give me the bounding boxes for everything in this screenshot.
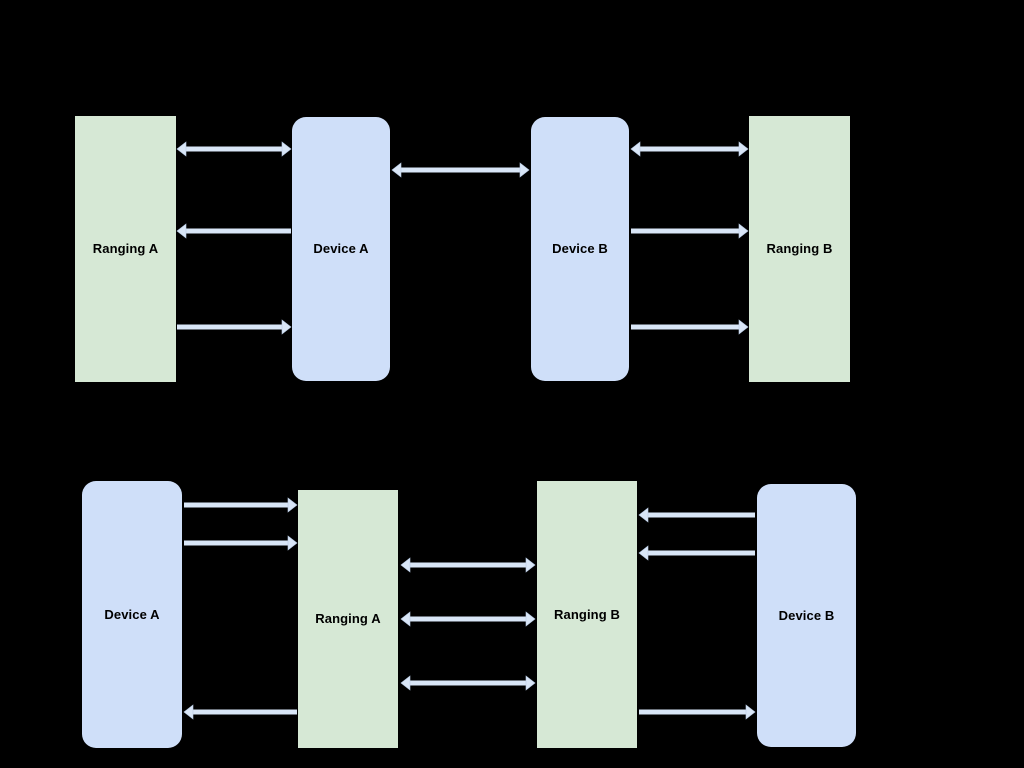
arrow-b-ranging-a-to-b-ranging-b: [400, 611, 536, 627]
arrow-t-device-a-to-t-device-b: [391, 162, 530, 178]
arrowhead-right-icon: [738, 141, 749, 157]
node-label: Device A: [104, 606, 160, 622]
arrowhead-right-icon: [281, 141, 292, 157]
arrowhead-left-icon: [183, 704, 194, 720]
arrow-b-ranging-a-to-b-device-a: [183, 704, 297, 720]
arrowhead-left-icon: [400, 557, 411, 573]
arrowhead-right-icon: [281, 319, 292, 335]
node-label: Ranging B: [766, 241, 833, 257]
node-t-ranging-b[interactable]: Ranging B: [749, 116, 850, 382]
arrowhead-left-icon: [400, 611, 411, 627]
node-label: Ranging A: [315, 611, 381, 627]
arrow-t-device-b-to-t-ranging-b: [630, 141, 749, 157]
arrowhead-right-icon: [738, 319, 749, 335]
arrow-t-device-b-to-t-ranging-b: [631, 319, 749, 335]
arrow-b-device-b-to-b-ranging-b: [638, 545, 755, 561]
node-t-device-b[interactable]: Device B: [531, 117, 629, 381]
node-t-ranging-a[interactable]: Ranging A: [75, 116, 176, 382]
arrow-b-device-a-to-b-ranging-a: [184, 535, 298, 551]
node-b-ranging-a[interactable]: Ranging A: [298, 490, 398, 748]
arrowhead-left-icon: [638, 507, 649, 523]
node-b-ranging-b[interactable]: Ranging B: [537, 481, 637, 748]
arrowhead-right-icon: [525, 675, 536, 691]
arrowhead-left-icon: [630, 141, 641, 157]
arrowhead-left-icon: [638, 545, 649, 561]
arrowhead-right-icon: [525, 611, 536, 627]
arrow-b-device-b-to-b-ranging-b: [638, 507, 755, 523]
arrow-t-device-a-to-t-ranging-a: [176, 223, 291, 239]
arrowhead-left-icon: [400, 675, 411, 691]
arrow-b-ranging-a-to-b-ranging-b: [400, 557, 536, 573]
node-b-device-b[interactable]: Device B: [757, 484, 856, 747]
arrow-t-ranging-a-to-t-device-a: [177, 319, 292, 335]
arrowhead-left-icon: [176, 141, 187, 157]
arrowhead-right-icon: [738, 223, 749, 239]
arrowhead-right-icon: [745, 704, 756, 720]
node-label: Device B: [778, 607, 835, 623]
node-label: Ranging B: [554, 606, 620, 622]
arrow-b-ranging-a-to-b-ranging-b: [400, 675, 536, 691]
node-label: Ranging A: [92, 241, 159, 257]
arrow-b-device-a-to-b-ranging-a: [184, 497, 298, 513]
node-b-device-a[interactable]: Device A: [82, 481, 182, 748]
arrow-b-ranging-b-to-b-device-b: [639, 704, 756, 720]
arrow-t-device-b-to-t-ranging-b: [631, 223, 749, 239]
arrowhead-left-icon: [176, 223, 187, 239]
node-label: Device A: [313, 241, 369, 257]
arrowhead-left-icon: [391, 162, 402, 178]
arrowhead-right-icon: [287, 535, 298, 551]
arrowhead-right-icon: [519, 162, 530, 178]
arrowhead-right-icon: [525, 557, 536, 573]
node-t-device-a[interactable]: Device A: [292, 117, 390, 381]
arrow-t-ranging-a-to-t-device-a: [176, 141, 292, 157]
arrowhead-right-icon: [287, 497, 298, 513]
node-label: Device B: [552, 241, 608, 257]
